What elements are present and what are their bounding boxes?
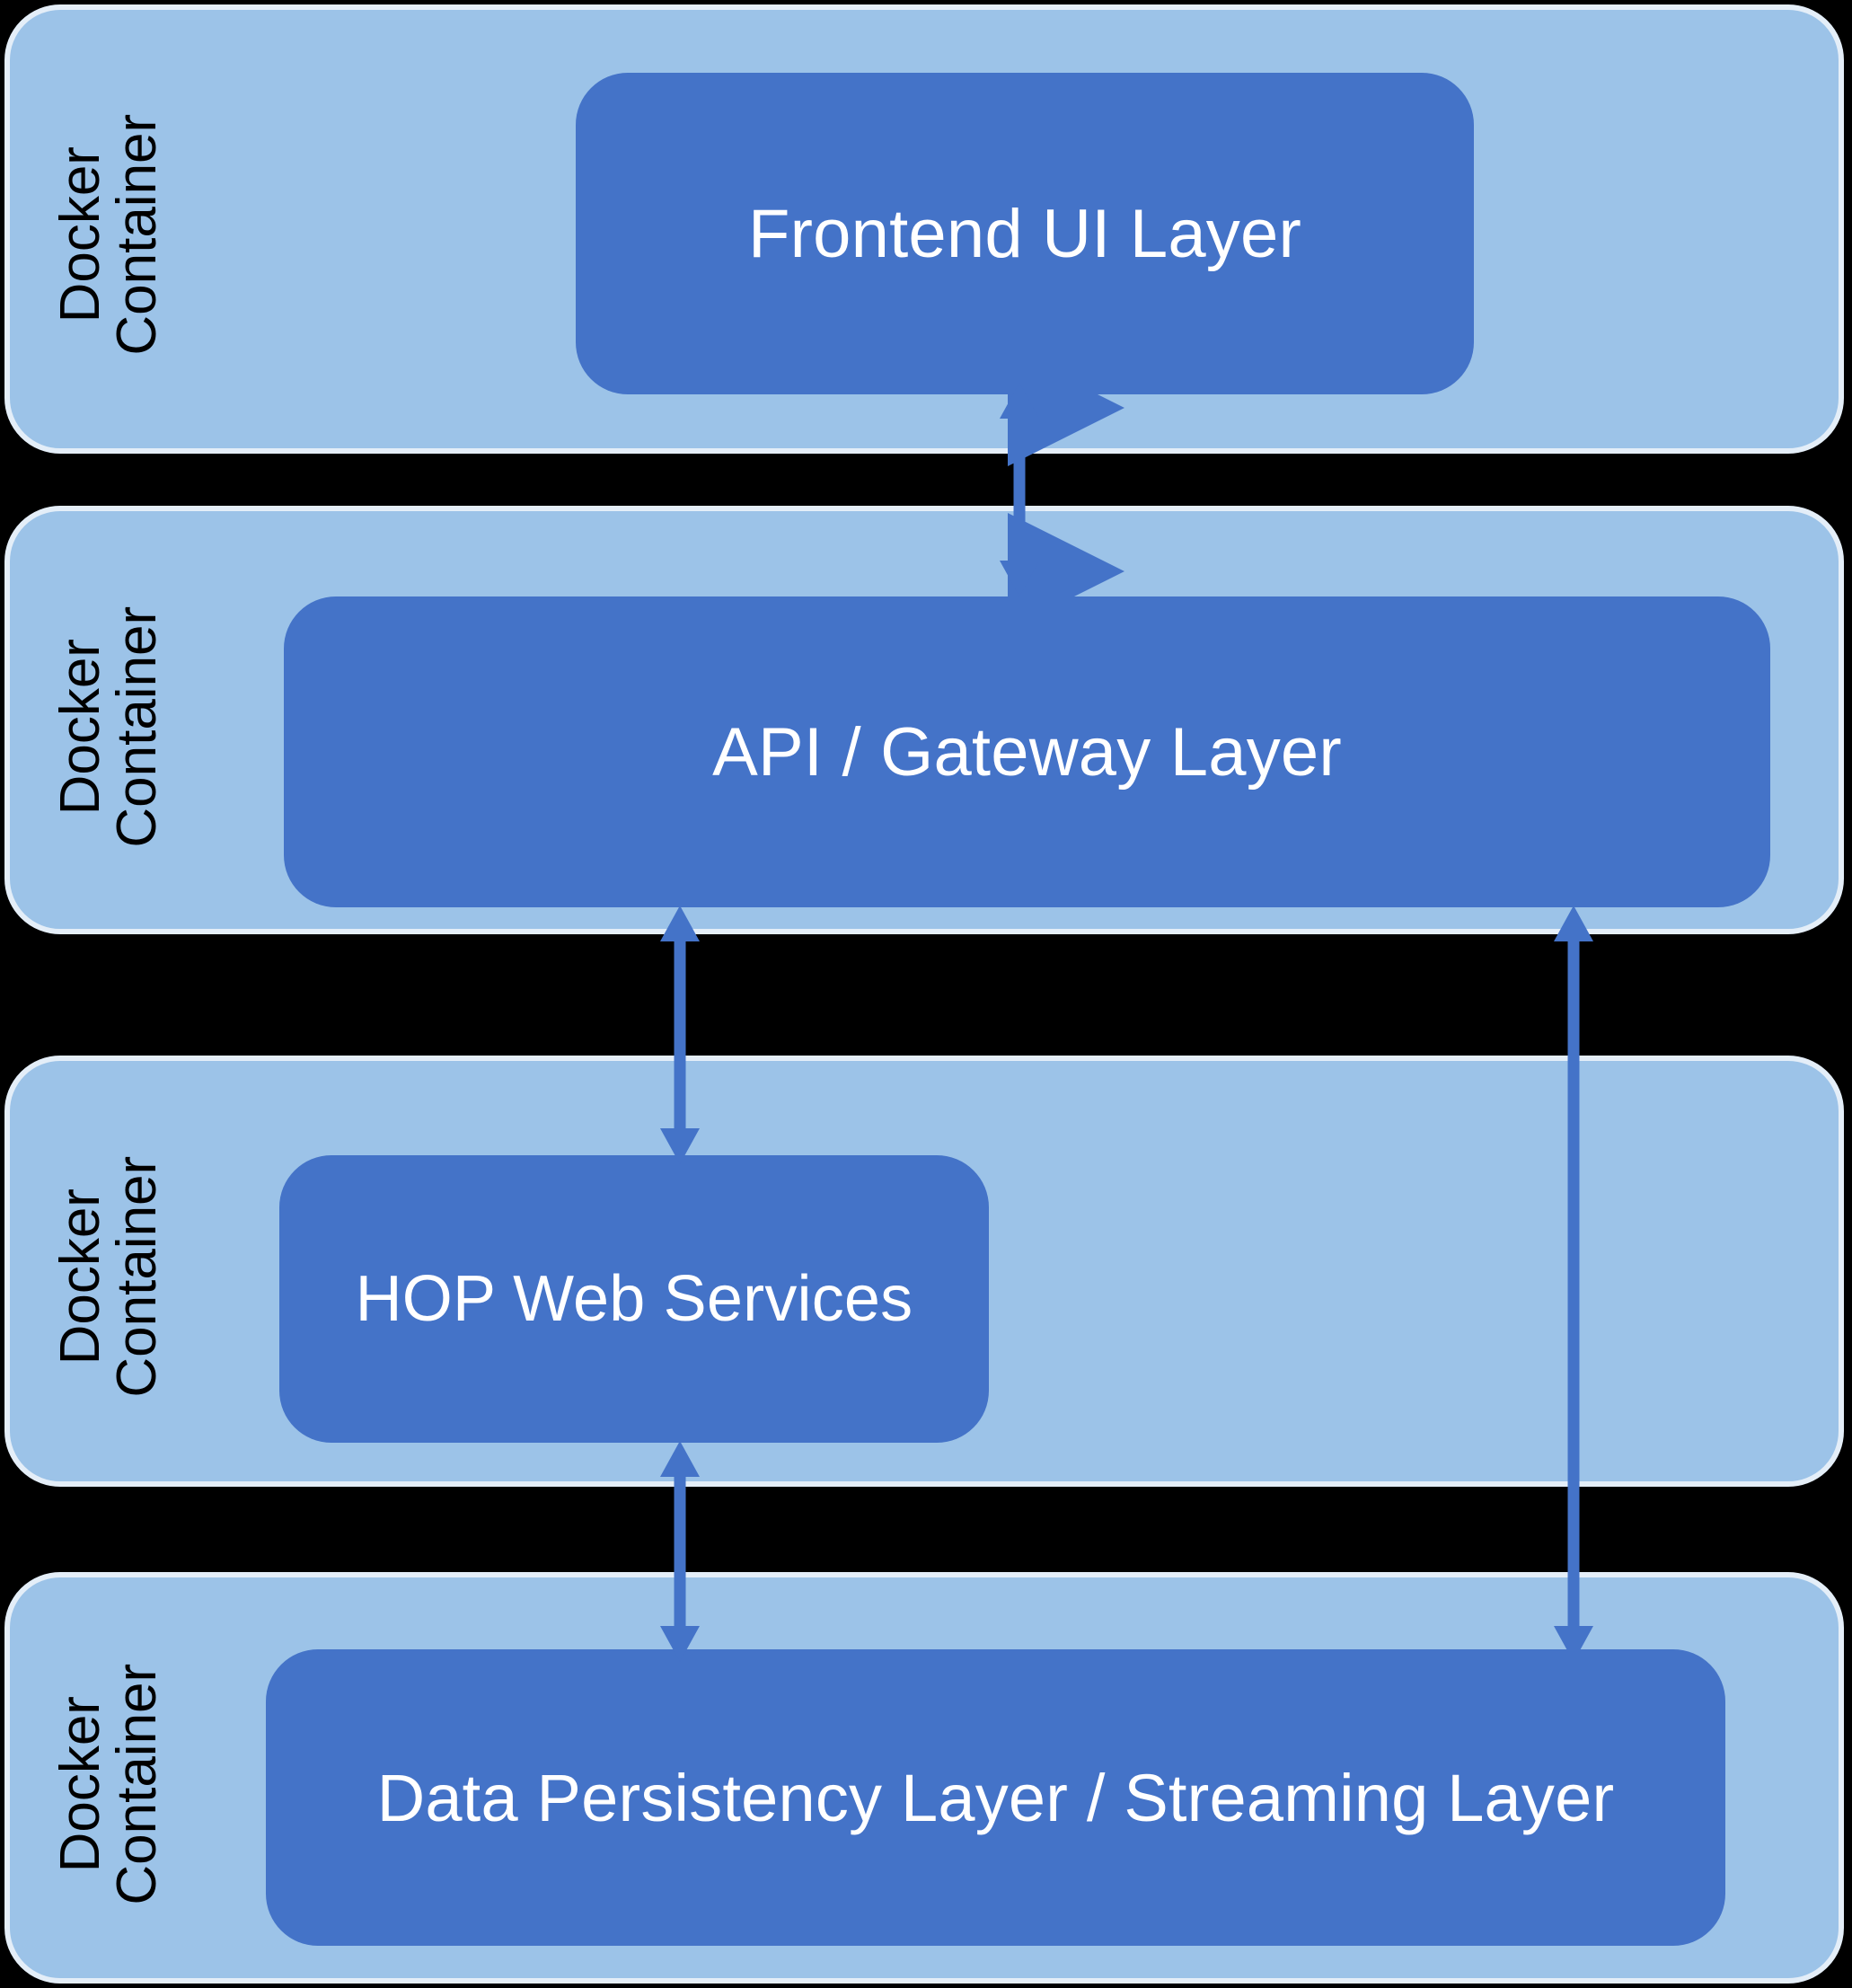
docker-label-line-2: Container: [106, 1663, 169, 1905]
docker-label-line-2: Container: [106, 605, 169, 848]
layer-box-data-persistency[interactable]: Data Persistency Layer / Streaming Layer: [266, 1649, 1725, 1946]
connector-api-data: [1542, 900, 1605, 1667]
layer-box-api-gateway[interactable]: API / Gateway Layer: [284, 596, 1770, 907]
docker-label-line-2: Container: [106, 113, 169, 356]
docker-container-label-2: Docker Container: [1, 606, 216, 848]
docker-label-line-1: Docker: [49, 1188, 111, 1365]
connector-hop-data: [648, 1436, 711, 1667]
docker-label-line-1: Docker: [49, 146, 111, 323]
docker-container-lane-2: Docker Container API / Gateway Layer: [4, 506, 1844, 934]
docker-label-line-1: Docker: [49, 638, 111, 816]
docker-container-lane-4: Docker Container Data Persistency Layer …: [4, 1572, 1844, 1984]
docker-container-label-4: Docker Container: [1, 1664, 216, 1905]
docker-label-line-1: Docker: [49, 1695, 111, 1873]
connector-api-hop: [648, 900, 711, 1170]
docker-container-lane-3: Docker Container HOP Web Services: [4, 1056, 1844, 1487]
layer-box-hop-web-services[interactable]: HOP Web Services: [279, 1155, 989, 1443]
docker-container-label-1: Docker Container: [1, 114, 216, 356]
docker-container-lane-1: Docker Container Frontend UI Layer: [4, 4, 1844, 454]
docker-container-label-3: Docker Container: [1, 1156, 216, 1398]
connector-frontend-api: [988, 349, 1124, 630]
docker-label-line-2: Container: [106, 1155, 169, 1398]
layer-box-frontend[interactable]: Frontend UI Layer: [576, 73, 1474, 394]
